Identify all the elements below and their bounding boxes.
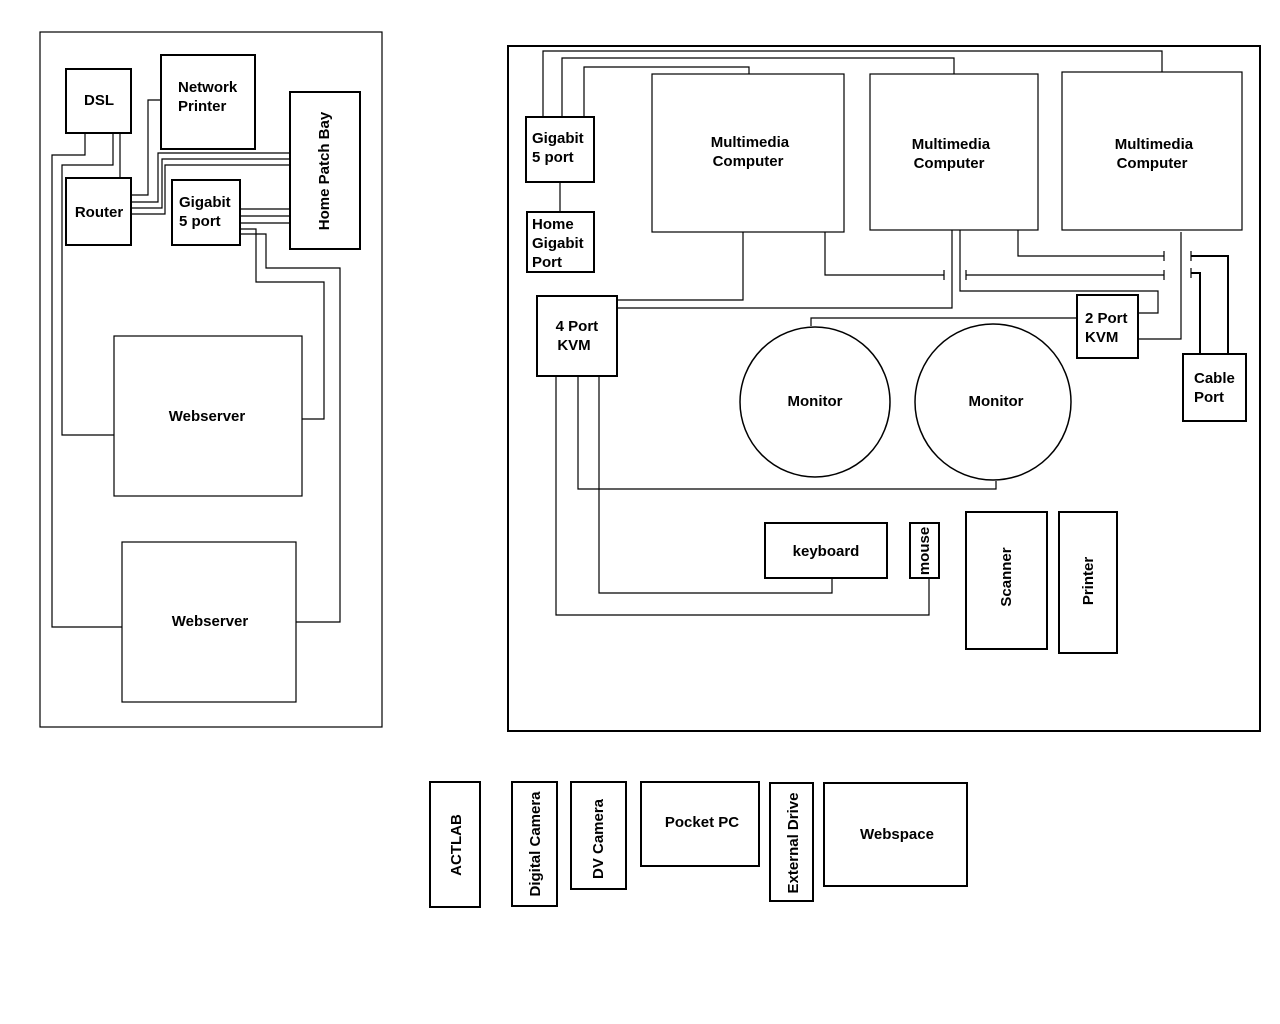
server-room-wiring	[51, 99, 341, 628]
printer-label: Printer	[1080, 557, 1097, 606]
monitor-1: Monitor	[739, 326, 891, 478]
printer: Printer	[1058, 511, 1118, 654]
home-gigabit-port: Home Gigabit Port	[526, 211, 595, 273]
mouse-label: mouse	[916, 527, 933, 575]
server-room-frame	[39, 31, 383, 728]
kvm-4-port-label: 4 Port KVM	[556, 318, 603, 354]
kvm-2-port-label: 2 Port KVM	[1085, 310, 1132, 346]
webserver-2-label: Webserver	[172, 613, 249, 630]
external-drive: External Drive	[769, 782, 814, 902]
external-drive-label: External Drive	[785, 793, 802, 894]
multimedia-computer-3-label: Multimedia Computer	[1115, 136, 1198, 172]
monitor-1-label: Monitor	[788, 393, 843, 410]
keyboard: keyboard	[764, 522, 888, 579]
dv-camera-label: DV Camera	[590, 798, 607, 879]
pocket-pc-label: Pocket PC	[665, 814, 739, 831]
webspace: Webspace	[823, 782, 968, 887]
multimedia-computer-2: Multimedia Computer	[869, 73, 1039, 231]
monitor-2-label: Monitor	[969, 393, 1024, 410]
home-patch-bay: Home Patch Bay	[289, 91, 361, 250]
webspace-label: Webspace	[860, 826, 934, 843]
cable-port-label: Cable Port	[1194, 370, 1239, 406]
digital-camera: Digital Camera	[511, 781, 558, 907]
multimedia-computer-2-label: Multimedia Computer	[912, 136, 995, 172]
gigabit-switch-left-label: Gigabit 5 port	[179, 194, 235, 230]
home-patch-bay-label: Home Patch Bay	[316, 111, 333, 230]
cable-port: Cable Port	[1182, 353, 1247, 422]
dv-camera: DV Camera	[570, 781, 627, 890]
mouse: mouse	[909, 522, 940, 579]
actlab: ACTLAB	[429, 781, 481, 908]
kvm-2-port: 2 Port KVM	[1076, 294, 1139, 359]
multimedia-computer-1-label: Multimedia Computer	[711, 134, 794, 170]
webserver-1-label: Webserver	[169, 408, 246, 425]
gigabit-switch-right: Gigabit 5 port	[525, 116, 595, 183]
kvm-4-port: 4 Port KVM	[536, 295, 618, 377]
gigabit-switch-right-label: Gigabit 5 port	[532, 130, 588, 166]
gigabit-switch-left: Gigabit 5 port	[171, 179, 241, 246]
scanner-label: Scanner	[998, 547, 1015, 606]
dsl-label: DSL	[84, 92, 114, 109]
network-printer: Network Printer	[160, 54, 256, 150]
workstation-room-wiring	[542, 50, 1229, 616]
workstation-room-frame	[507, 45, 1261, 732]
webserver-2: Webserver	[121, 541, 297, 703]
home-gigabit-port-label: Home Gigabit Port	[532, 216, 588, 271]
multimedia-computer-1: Multimedia Computer	[651, 73, 845, 233]
webserver-1: Webserver	[113, 335, 303, 497]
router-label: Router	[75, 204, 123, 221]
router: Router	[65, 177, 132, 246]
digital-camera-label: Digital Camera	[527, 791, 544, 897]
scanner: Scanner	[965, 511, 1048, 650]
pocket-pc: Pocket PC	[640, 781, 760, 867]
multimedia-computer-3: Multimedia Computer	[1061, 71, 1243, 231]
actlab-label: ACTLAB	[448, 814, 465, 876]
network-printer-label: Network Printer	[178, 79, 241, 115]
keyboard-label: keyboard	[793, 543, 860, 560]
monitor-2: Monitor	[914, 323, 1072, 481]
dsl-modem: DSL	[65, 68, 132, 134]
